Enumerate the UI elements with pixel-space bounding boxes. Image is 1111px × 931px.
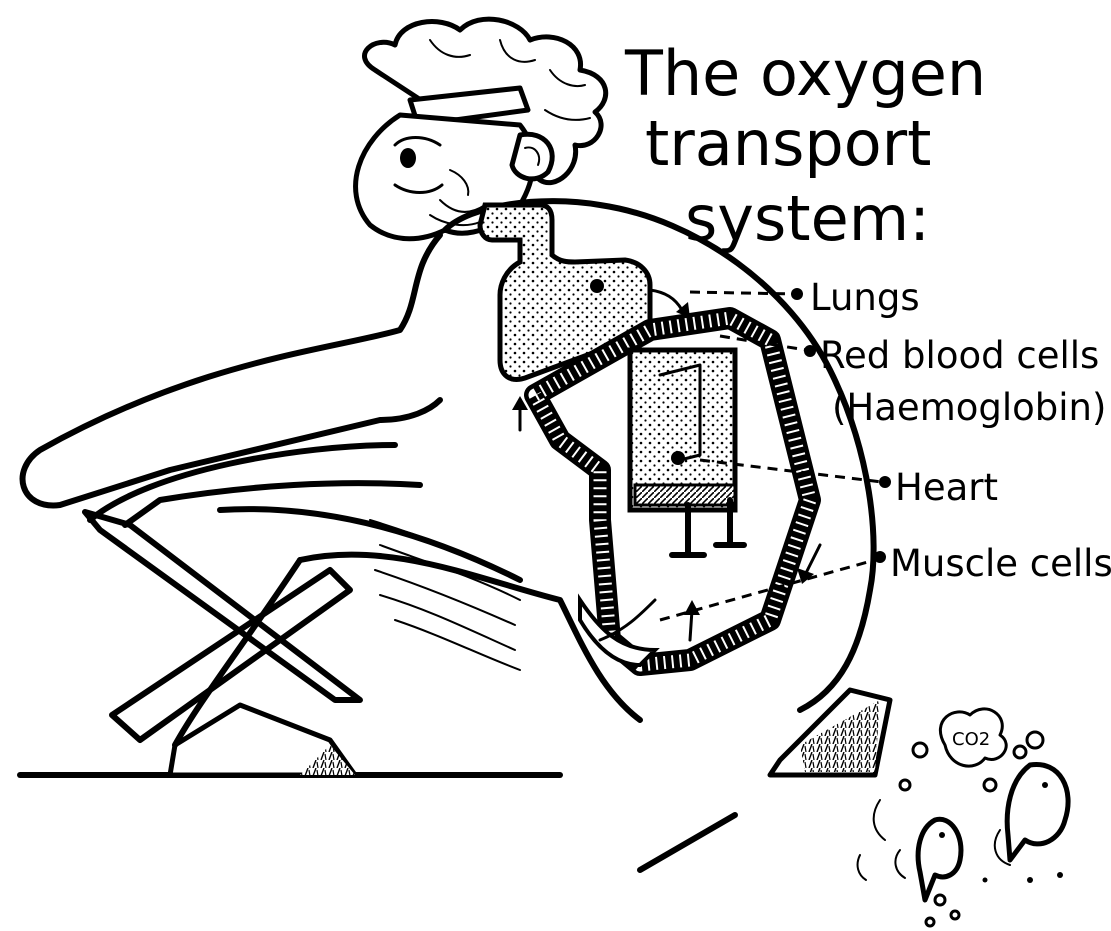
organs (480, 205, 820, 665)
label-red-blood-cells: Red blood cells (820, 334, 1099, 377)
label-muscle-cells: Muscle cells (890, 542, 1111, 585)
fish-left (918, 819, 961, 900)
bubbles-and-fish: CO2 (858, 709, 1069, 926)
title-line-1: The oxygen (624, 37, 986, 110)
lungs-leader (690, 292, 795, 294)
label-heart: Heart (895, 466, 998, 509)
rowing-machine (20, 512, 890, 870)
title-block: The oxygen transport system: (624, 37, 986, 255)
label-haemoglobin: (Haemoglobin) (832, 386, 1106, 429)
label-lungs: Lungs (810, 276, 920, 319)
title-line-3: system: (685, 182, 930, 255)
title-line-2: transport (645, 107, 931, 180)
heart-organ (630, 350, 744, 555)
fish-right (1007, 764, 1068, 860)
rower-head (356, 19, 606, 239)
rower-body (23, 201, 874, 745)
bubble-label-co2: CO2 (952, 729, 990, 750)
